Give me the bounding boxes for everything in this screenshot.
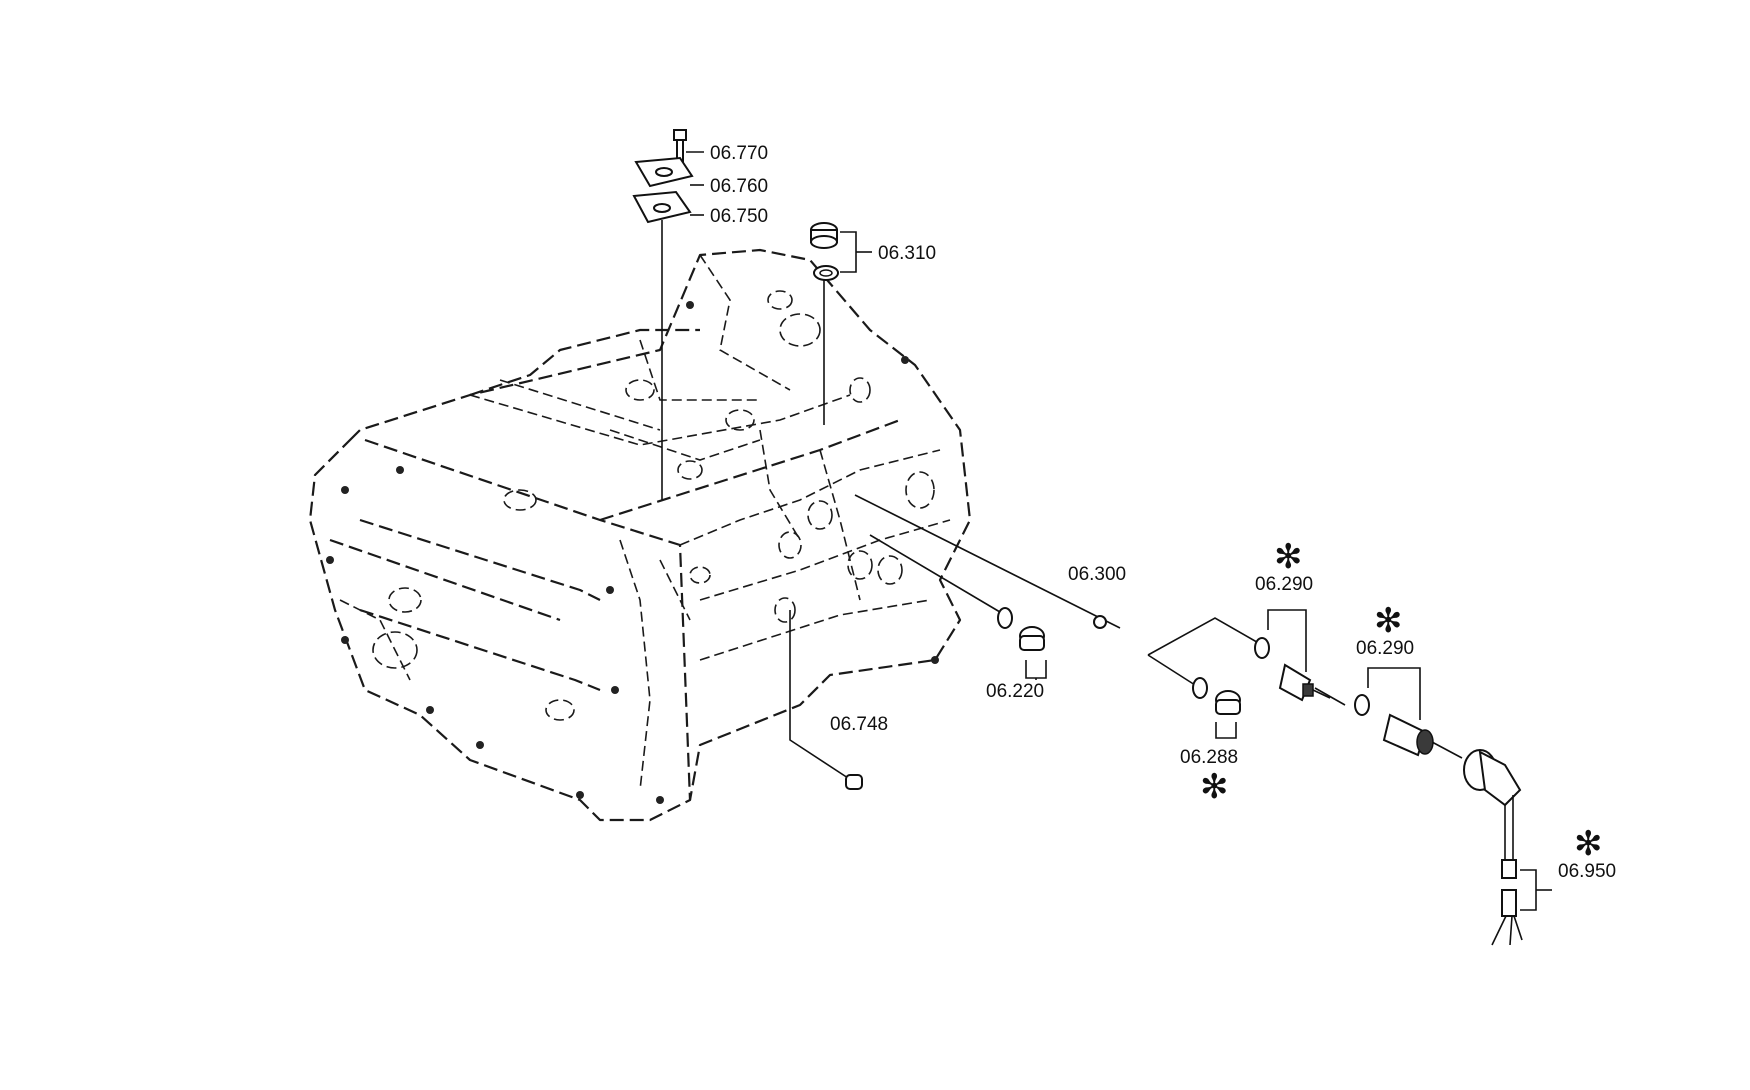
pressure-switch-part-2	[1354, 694, 1434, 757]
callout-06300: 06.300	[1068, 564, 1126, 585]
callout-06288: 06.288	[1180, 747, 1238, 768]
plug-part	[845, 774, 863, 790]
asterisk-marker: ✻	[1200, 767, 1229, 807]
screw-plug-part-2	[997, 607, 1045, 651]
gearbox-housing	[308, 248, 972, 822]
callout-06290-b: 06.290	[1356, 638, 1414, 659]
callout-labels: 06.770 06.760 06.750 06.310 06.300 06.29…	[710, 143, 1616, 882]
asterisk-markers: ✻ ✻ ✻ ✻	[1200, 537, 1603, 864]
pressure-switch-part	[1254, 637, 1331, 702]
cable-harness-part	[1463, 749, 1523, 946]
asterisk-marker: ✻	[1374, 601, 1403, 641]
callout-06748: 06.748	[830, 714, 888, 735]
cover-plate-part	[634, 156, 694, 188]
asterisk-marker: ✻	[1574, 824, 1603, 864]
callout-leaders	[686, 151, 1552, 911]
callout-06290-a: 06.290	[1255, 574, 1313, 595]
explosion-lines	[661, 220, 1463, 779]
gasket-part	[632, 190, 692, 224]
screw-plug-part	[810, 222, 839, 281]
callout-06310: 06.310	[878, 243, 936, 264]
callout-06760: 06.760	[710, 176, 768, 197]
callout-06770: 06.770	[710, 143, 768, 164]
asterisk-marker: ✻	[1274, 537, 1303, 577]
callout-06750: 06.750	[710, 206, 768, 227]
callout-06220: 06.220	[986, 681, 1044, 702]
callout-06950: 06.950	[1558, 861, 1616, 882]
screw-plug-part-3	[1192, 677, 1241, 715]
o-ring-part	[1093, 615, 1107, 629]
